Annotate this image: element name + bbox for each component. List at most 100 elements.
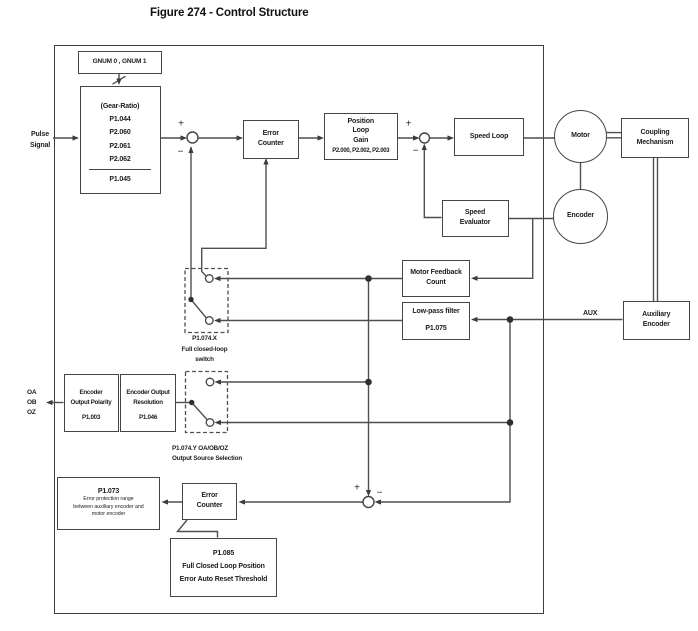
gear-line: P1.044 [109,115,131,123]
p1085-leader-line [176,519,219,538]
p1085-line: P1.085 [212,549,235,557]
arrow-into-sum1 [180,135,187,141]
mfc-line: Count [426,279,446,287]
encoder-to-mfc-line [475,218,534,279]
low-pass-filter-block: Low-pass filter P1.075 [402,301,470,340]
error-counter-line: Error [262,130,280,137]
gear-line: P2.062 [109,156,131,164]
switchx-common-dot [188,296,194,303]
switchx-bottom-contact [204,316,214,325]
arrowheads [46,78,478,505]
p1073-line: Error protection range [83,496,134,503]
p1073-line: between auxiliary encoder and [73,503,144,510]
pulse-label-line: Signal [29,141,51,149]
motor-feedback-count-block: Motor Feedback Count [402,259,470,297]
p1073-line: motor encoder [91,511,126,518]
arrow-encoder-output [46,399,53,406]
encoder-label: Encoder [567,212,594,219]
gear-line: P2.061 [109,142,131,150]
sum1-minus-sign: − [177,146,184,158]
gear-line: (Gear-Ratio) [100,102,140,110]
plg-line: Loop [352,127,369,135]
arrow-into-switchx-bottom [214,317,221,324]
ob-terminal-label: OB [27,398,37,406]
polarity-line: Output Polarity [70,398,112,406]
sum2-plus-sign: + [405,118,412,130]
arrow-into-switchy-bottom [214,419,221,426]
error-auto-reset-block: P1.085 Full Closed Loop Position Error A… [170,537,277,597]
error-counter-2-line: Counter [196,502,223,510]
error-protection-block: P1.073 Error protection range between au… [57,476,160,530]
switch-x-label-line: Full closed-loop [181,345,228,353]
figure-title: Figure 274 - Control Structure [150,7,309,19]
encoder-node: Encoder [553,188,608,244]
switch-x-label: P1.074.X Full closed-loop switch [170,334,239,366]
error-counter-block: Error Counter [243,119,299,159]
switch-x-label-line: P1.074.X [192,335,217,342]
aux-encoder-line: Auxiliary [642,311,671,319]
speed-loop-block: Speed Loop [454,118,524,156]
coupling-line: Mechanism [636,138,674,146]
speed-evaluator-block: Speed Evaluator [441,199,509,237]
gnum-block: GNUM 0 , GNUM 1 [77,50,162,74]
polarity-param: P1.003 [81,413,101,421]
polarity-line: Encoder [79,389,103,396]
error-counter-2-line: Error [201,492,218,500]
error-counter-2-block: Error Counter [182,482,237,520]
motor-label: Motor [571,132,590,139]
sum3-plus-sign: + [354,482,360,494]
switch-x-outline [184,267,229,334]
switch-y-label: P1.074.Y OA/OB/OZ Output Source Selectio… [172,444,242,464]
gnum-label: GNUM 0 , GNUM 1 [92,58,147,65]
speedevaluator-to-sum2-line [423,146,442,219]
resolution-line: Encoder Output [126,389,170,396]
arrow-into-mfc [471,275,478,281]
junction-dot-aux [506,316,514,323]
feedback-to-errorcounter-line [201,161,267,277]
switch-y-label-line: P1.074.Y OA/OB/OZ [172,444,229,452]
gear-fraction-bar [89,168,151,170]
error-counter-line: Counter [257,140,284,147]
junction-dot-switchy-top [365,378,372,386]
gear-ratio-block: (Gear-Ratio) P1.044 P2.060 P2.061 P2.062… [79,85,161,194]
auxiliary-encoder-block: Auxiliary Encoder [622,300,690,340]
junction-dot-switchy-bottom [506,419,514,426]
arrow-into-p1073 [161,499,168,505]
arrow-into-errorcounter2 [238,499,245,505]
sum1-plus-sign: + [178,118,184,130]
encoder-output-polarity-block: Encoder Output Polarity P1.003 [63,374,119,432]
switch-outlines [184,267,229,434]
pulse-label-line: Pulse [31,131,49,138]
arrow-up-errorcounter-feedback [263,158,269,165]
switch-y-label-line: Output Source Selection [172,454,243,462]
arrow-into-speedloop [447,135,454,141]
p1085-line: Full Closed Loop Position [182,562,265,570]
arrow-into-plg [317,135,324,141]
coupling-line: Coupling [640,128,670,136]
plg-line: Position [347,117,375,125]
oz-terminal-label: OZ [27,408,36,416]
arrow-into-gear-top [116,78,122,85]
coupling-mechanism-block: Coupling Mechanism [621,118,689,158]
lpf-line: Low-pass filter [412,308,460,315]
encoder-output-terminals: OA OB OZ [27,388,37,418]
arrow-into-sum2 [413,135,420,141]
arrow-into-sum3-minus [374,499,381,505]
arrow-into-switchy-top [214,379,221,385]
aux-label: AUX [583,309,598,317]
resolution-param: P1.046 [138,413,158,421]
summing-junction-2 [418,132,431,144]
junction-dots [188,275,514,426]
diagram-border [54,45,544,614]
p1073-title: P1.073 [97,488,120,496]
arrow-into-lpf [471,316,478,323]
switchy-top-contact [205,377,215,387]
speed-loop-label: Speed Loop [469,132,509,140]
arrow-into-gear [72,135,79,141]
node-circles [186,131,431,509]
plg-line: Gain [353,136,369,144]
motor-node: Motor [554,109,607,163]
position-loop-gain-block: Position Loop Gain P2.000, P2.002, P2.00… [324,112,398,160]
arrow-into-errorcounter [236,135,243,141]
